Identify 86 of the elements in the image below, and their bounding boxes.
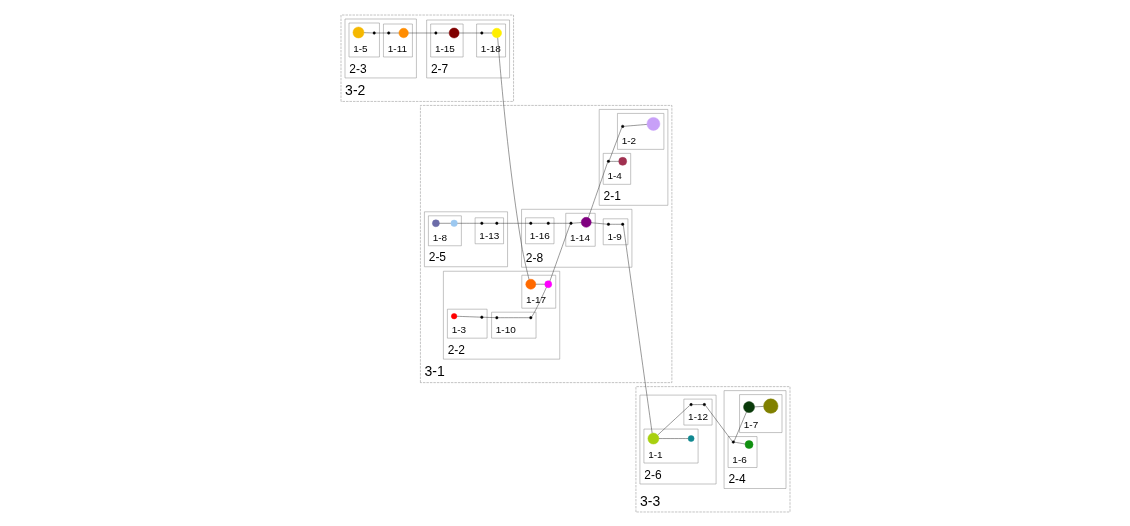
connector xyxy=(389,32,399,33)
node-circle xyxy=(617,156,627,166)
node-circle xyxy=(687,434,694,442)
connector xyxy=(482,316,496,318)
node-circle xyxy=(386,31,390,34)
node-circle xyxy=(494,221,498,225)
connector xyxy=(497,316,530,318)
connector xyxy=(531,286,547,317)
connector xyxy=(496,37,529,280)
connector xyxy=(656,404,690,435)
connector xyxy=(609,160,619,162)
node-circle xyxy=(646,116,660,131)
cluster: 1-10 xyxy=(490,311,536,338)
cluster: 1-3 xyxy=(446,308,487,338)
connector xyxy=(407,32,435,33)
connector xyxy=(571,221,581,223)
node-circle xyxy=(620,124,624,128)
cluster: 1-6 xyxy=(727,435,757,468)
node-circle xyxy=(431,219,440,227)
connector xyxy=(531,222,547,224)
node-circle xyxy=(702,402,706,406)
connector xyxy=(587,161,608,218)
cluster: 1-15 xyxy=(429,23,463,57)
connector xyxy=(623,123,647,127)
connector xyxy=(753,405,764,407)
node-circle xyxy=(744,439,753,449)
node-circle xyxy=(689,402,693,406)
connector xyxy=(374,32,388,33)
connector xyxy=(733,441,745,444)
cluster: 1-11 xyxy=(382,23,413,57)
cluster: 1-14 xyxy=(565,212,595,246)
node-circle xyxy=(528,315,532,319)
node-circle xyxy=(620,222,624,226)
connector xyxy=(548,222,570,224)
connector xyxy=(704,404,732,442)
node-circle xyxy=(433,31,437,34)
connector xyxy=(622,224,652,433)
node-circle xyxy=(372,31,376,34)
node-circle xyxy=(731,440,735,444)
cluster: 1-9 xyxy=(602,218,628,245)
node-circle xyxy=(479,221,483,225)
node-circle xyxy=(606,222,610,226)
node-circle xyxy=(479,31,483,34)
cluster: 1-17 xyxy=(521,274,556,308)
node-circle xyxy=(647,432,659,444)
connector xyxy=(456,315,481,317)
node-circle xyxy=(494,315,498,319)
node-circle xyxy=(569,221,572,225)
cluster: 1-1 xyxy=(643,428,698,463)
node-circle xyxy=(479,315,483,319)
node-circle xyxy=(491,27,502,38)
connector xyxy=(691,403,703,405)
connector xyxy=(458,32,481,33)
cluster: 1-8 xyxy=(427,215,462,246)
node-circle xyxy=(528,221,532,225)
cluster: 1-16 xyxy=(524,217,554,244)
node-circle xyxy=(352,26,364,38)
node-circle xyxy=(762,398,778,414)
cluster: 1-13 xyxy=(474,217,504,244)
connector xyxy=(609,223,622,225)
node-circle xyxy=(546,221,550,225)
connector xyxy=(497,222,530,224)
node-circle xyxy=(448,27,459,38)
cluster: 1-5 xyxy=(348,22,380,57)
connector xyxy=(482,222,496,224)
connector xyxy=(456,222,481,224)
node-circle xyxy=(525,278,536,289)
node-circle xyxy=(606,159,610,163)
node-circle xyxy=(450,312,457,319)
connector xyxy=(549,223,570,281)
cluster: 1-2 xyxy=(616,112,664,150)
connector xyxy=(590,221,607,224)
connector xyxy=(482,32,492,33)
node-circle xyxy=(544,280,552,288)
connector xyxy=(363,31,373,33)
connector xyxy=(436,32,449,33)
node-circle xyxy=(742,400,755,413)
node-circle xyxy=(450,219,458,227)
cluster: 1-7 xyxy=(738,393,782,433)
cluster: 1-18 xyxy=(475,23,506,57)
cluster: 1-12 xyxy=(683,398,712,425)
connector xyxy=(733,411,747,441)
connector xyxy=(608,126,622,161)
cluster: 1-4 xyxy=(602,152,631,185)
node-circle xyxy=(580,216,591,228)
node-circle xyxy=(398,27,409,38)
